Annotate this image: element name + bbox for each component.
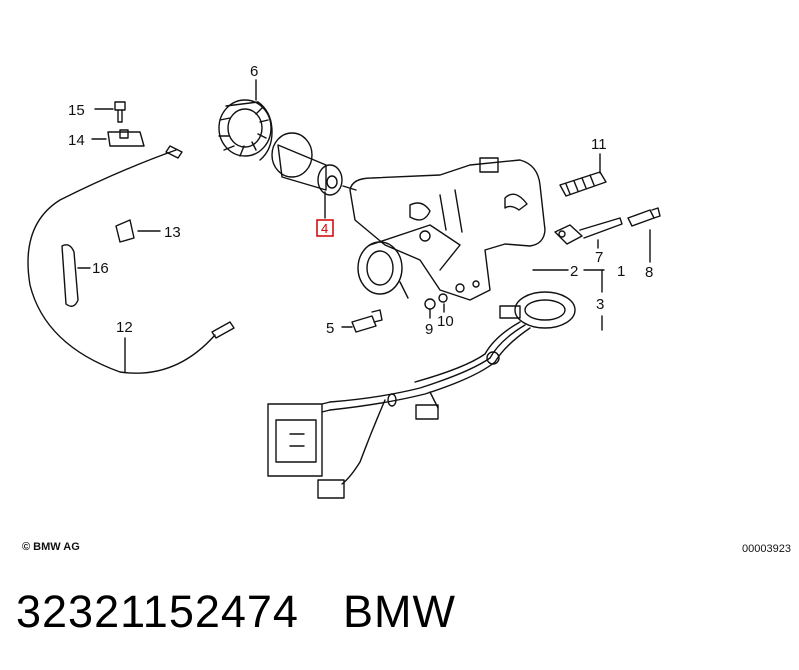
callout-16: 16 [92,260,109,277]
part-nut-9 [424,298,436,319]
callout-13: 13 [164,224,181,241]
part-number: 32321152474 [16,586,299,637]
part-washer-10 [438,293,448,313]
part-clamp-13 [115,219,161,243]
brand-name: BMW [342,586,456,637]
part-cable-12 [27,145,235,374]
callout-15: 15 [68,102,85,119]
callout-12: 12 [116,319,133,336]
callout-6: 6 [250,63,258,80]
callout-4: 4 [321,221,328,236]
part-wiring-harness-3 [267,291,576,499]
part-lock-cylinder-4 [271,132,357,196]
part-screw-5 [341,309,383,333]
part-clip-14 [91,129,145,147]
callout-1: 1 [617,263,625,280]
part-bolt-11 [559,153,607,197]
callout-8: 8 [645,264,653,281]
document-number: 00003923 [742,543,791,555]
callout-10: 10 [437,313,454,330]
ignition-housing [349,157,546,301]
leader-lines-1-2-3 [532,269,605,331]
part-ring-6 [218,99,273,161]
part-bracket-16 [61,244,91,307]
callout-11: 11 [591,136,607,153]
callout-14: 14 [68,132,85,149]
callout-9: 9 [425,321,433,338]
part-pin-7 [554,217,623,249]
callout-5: 5 [326,320,334,337]
copyright-text: © BMW AG [22,541,80,553]
part-screw-8 [627,207,661,263]
caption: 32321152474 BMW [16,586,456,638]
callout-7: 7 [595,249,603,266]
part-screw-15 [94,101,126,123]
callout-2: 2 [570,263,578,280]
parts-diagram: 6 15 14 11 13 4 8 7 16 2 1 3 12 5 9 10 [27,63,661,499]
highlight-box-4 [316,219,334,237]
callout-3: 3 [596,296,604,313]
